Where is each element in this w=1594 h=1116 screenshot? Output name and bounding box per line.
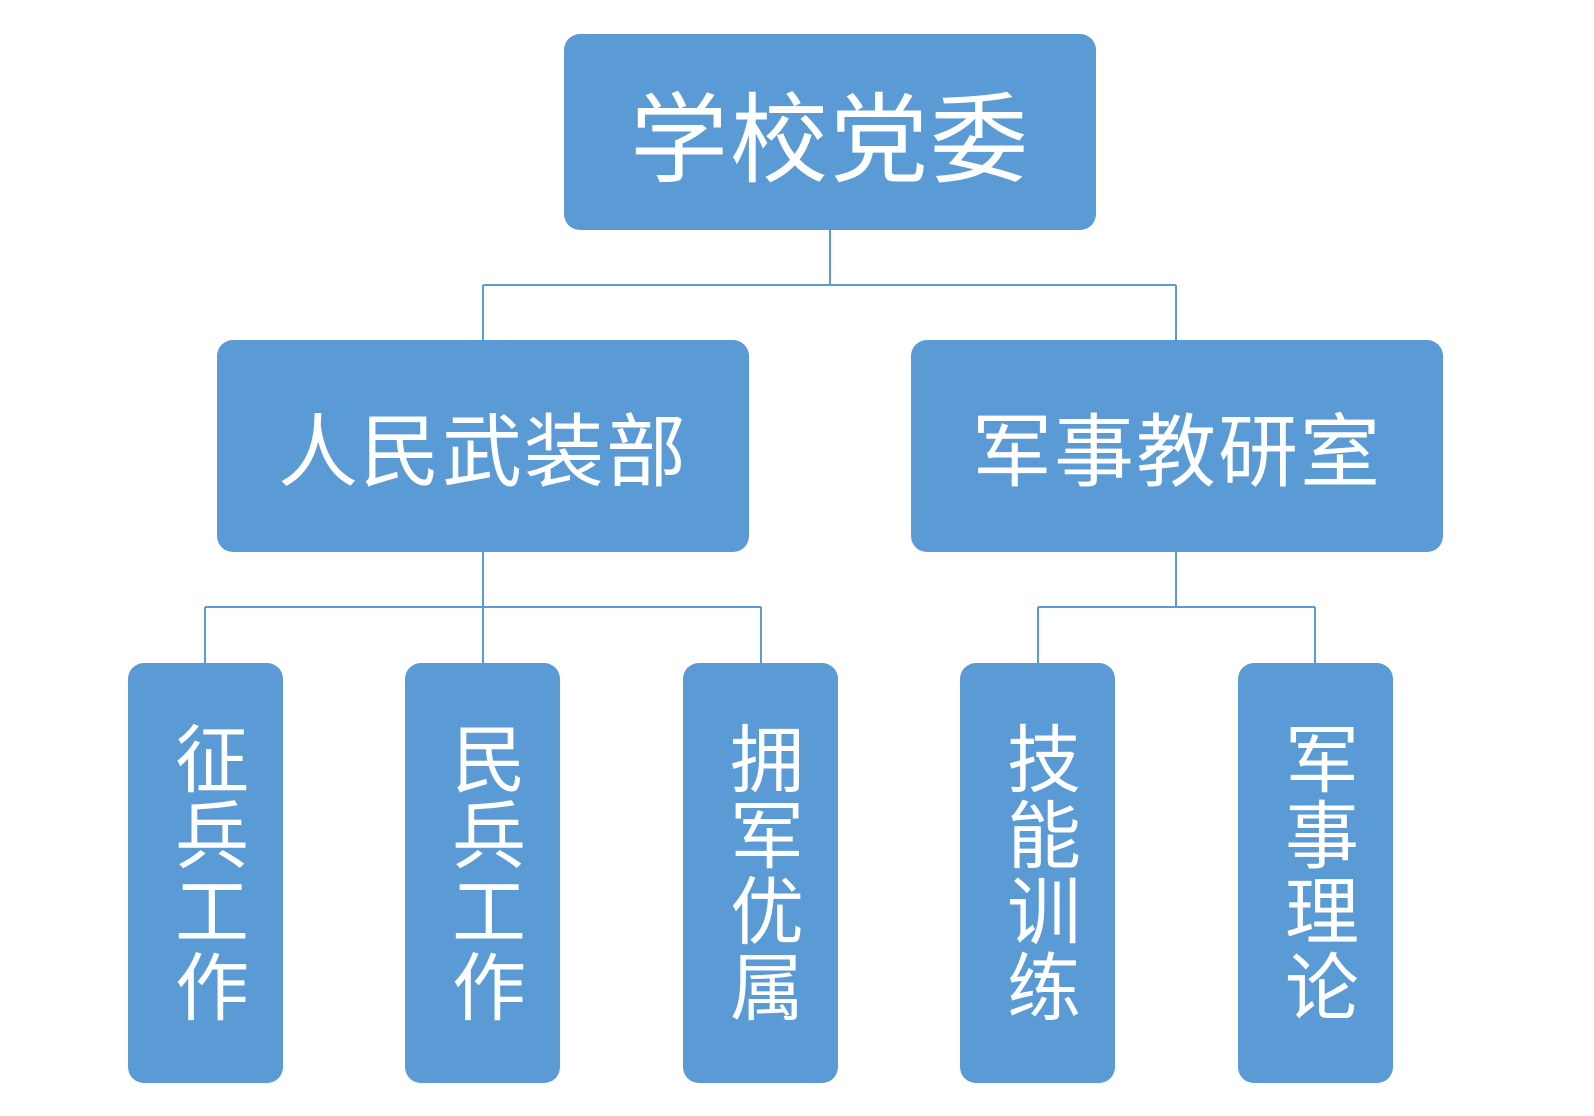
leaf-node-support-army: 拥军优属 xyxy=(683,663,838,1083)
department-node-label: 人民武装部 xyxy=(278,406,688,499)
leaf-node-label: 民兵工作 xyxy=(439,721,526,1025)
leaf-node-military-theory: 军事理论 xyxy=(1238,663,1393,1083)
department-node-military-teaching: 军事教研室 xyxy=(911,340,1443,552)
leaf-node-label: 拥军优属 xyxy=(717,721,804,1025)
department-node-label: 军事教研室 xyxy=(972,406,1382,499)
leaf-node-label: 征兵工作 xyxy=(162,721,249,1025)
leaf-node-label: 军事理论 xyxy=(1272,721,1359,1025)
root-node-label: 学校党委 xyxy=(629,84,1030,198)
leaf-node-militia: 民兵工作 xyxy=(405,663,560,1083)
department-node-armed-forces: 人民武装部 xyxy=(217,340,749,552)
leaf-node-skill-training: 技能训练 xyxy=(960,663,1115,1083)
root-node: 学校党委 xyxy=(564,34,1096,230)
leaf-node-label: 技能训练 xyxy=(994,721,1081,1025)
leaf-node-conscription: 征兵工作 xyxy=(128,663,283,1083)
